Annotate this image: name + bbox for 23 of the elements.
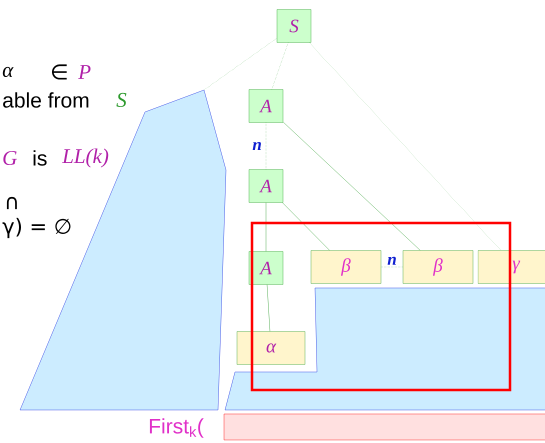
symbol-box: A [248,251,284,285]
statement-text: able from [3,92,88,108]
string-box: β [402,250,474,284]
tree-edge [309,42,501,250]
statement-text: α [2,66,14,78]
statement-text: S [116,92,126,108]
tree-edge [282,202,330,250]
symbol-box: A [248,89,284,123]
symbol-box: A [248,169,284,203]
edge-label: n [252,142,261,150]
string-box: β [310,250,382,284]
statement-text: γ) = ∅ [2,218,70,238]
tree-edge [272,42,288,90]
tree-edge [381,266,403,268]
string-box: α [236,331,306,365]
symbol-box: S [276,9,312,43]
edge-label: n [388,256,396,265]
statement-text: LL(k) [62,148,108,168]
string-box: γ [478,250,545,284]
tree-edge [266,284,270,332]
tree-edge [283,122,420,250]
tree-edge [204,38,277,90]
statement-text: is [34,150,47,166]
